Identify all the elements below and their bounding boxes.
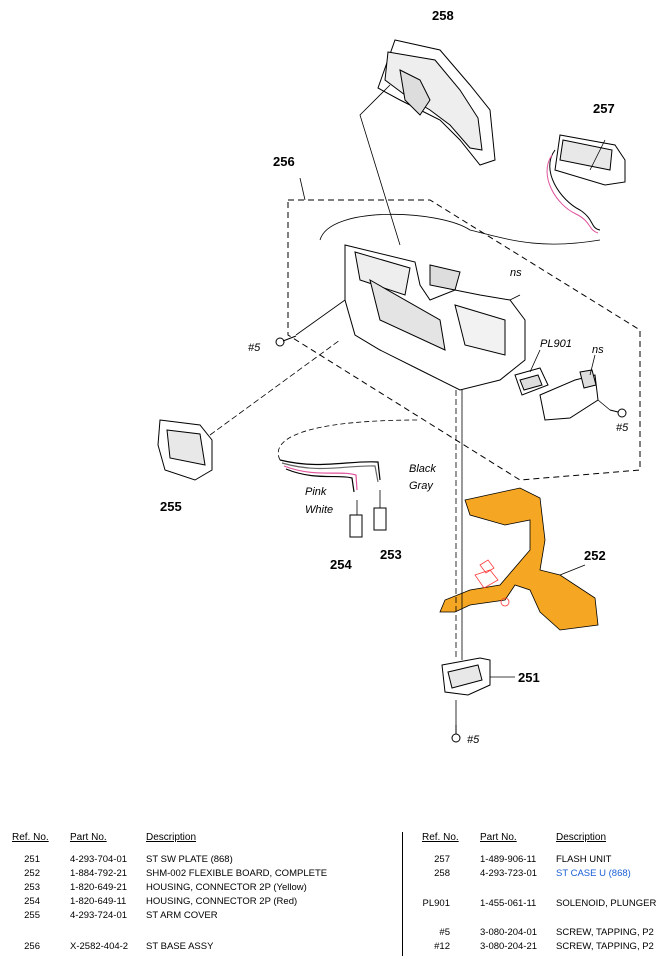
row-desc: ST ARM COVER <box>146 910 218 921</box>
note-screw-bottom: #5 <box>467 734 480 746</box>
row-ref: 252 <box>24 868 40 879</box>
part-258-case <box>377 39 496 166</box>
row-part: 1-455-061-11 <box>480 898 537 909</box>
row-part: X-2582-404-2 <box>70 941 129 952</box>
callout-253: 253 <box>380 547 402 562</box>
note-wire-white: White <box>305 504 333 516</box>
note-wire-gray: Gray <box>409 480 434 492</box>
row-desc: ST SW PLATE (868) <box>146 854 233 865</box>
note-screw-left: #5 <box>248 342 261 354</box>
row-desc-link[interactable]: ST CASE U (868) <box>556 868 631 879</box>
row-ref: 255 <box>24 910 40 921</box>
row-part: 1-820-649-11 <box>70 896 127 907</box>
row-part: 4-293-704-01 <box>70 854 128 865</box>
row-ref: 258 <box>434 868 450 879</box>
header-ref-right: Ref. No. <box>422 832 459 843</box>
part-pl901-solenoid <box>514 367 549 396</box>
row-desc: SOLENOID, PLUNGER <box>556 898 657 909</box>
assembly-256-outline <box>287 199 641 481</box>
row-ref: 251 <box>24 854 40 865</box>
row-desc: FLASH UNIT <box>556 854 612 865</box>
header-ref-left: Ref. No. <box>12 832 49 843</box>
row-ref: 253 <box>24 882 40 893</box>
screw-5-right <box>609 408 627 418</box>
row-part: 3-080-204-21 <box>480 941 538 952</box>
guide-lines <box>209 84 611 725</box>
callout-256: 256 <box>273 154 295 169</box>
screw-5-left <box>275 335 297 347</box>
header-part-left: Part No. <box>70 832 107 843</box>
part-253-housing <box>373 507 387 531</box>
header-desc-right: Description <box>556 832 607 843</box>
row-desc: SCREW, TAPPING, P2 <box>556 927 654 938</box>
row-desc: SHM-002 FLEXIBLE BOARD, COMPLETE <box>146 868 328 879</box>
callout-251: 251 <box>518 670 540 685</box>
callout-254: 254 <box>330 557 352 572</box>
callout-252: 252 <box>584 548 606 563</box>
part-256-base-assy <box>344 244 526 391</box>
row-desc: ST BASE ASSY <box>146 941 214 952</box>
exploded-view-diagram: 258 257 256 255 254 253 252 251 ns ns PL… <box>157 8 641 746</box>
part-251-switch-plate <box>441 657 491 696</box>
part-254-housing <box>349 514 363 538</box>
part-257-flash-unit <box>546 134 626 234</box>
callout-255: 255 <box>160 499 182 514</box>
row-desc: SCREW, TAPPING, P2 <box>556 941 654 952</box>
row-ref: #12 <box>434 941 450 952</box>
note-screw-right: #5 <box>616 422 629 434</box>
row-part: 1-884-792-21 <box>70 868 128 879</box>
row-ref: 254 <box>24 896 40 907</box>
row-ref: 257 <box>434 854 450 865</box>
row-ref: 256 <box>24 941 40 952</box>
wire-harness <box>279 459 381 493</box>
note-ns-right: ns <box>592 344 604 356</box>
row-part: 1-820-649-21 <box>70 882 128 893</box>
row-desc: HOUSING, CONNECTOR 2P (Red) <box>146 896 298 907</box>
table-divider <box>402 832 403 956</box>
row-part: 3-080-204-01 <box>480 927 538 938</box>
part-252-flexible-board <box>439 487 599 631</box>
header-desc-left: Description <box>146 832 197 843</box>
screw-5-bottom <box>451 725 461 743</box>
row-desc: HOUSING, CONNECTOR 2P (Yellow) <box>146 882 307 893</box>
callout-258: 258 <box>432 8 454 23</box>
part-255-arm-cover <box>157 419 213 481</box>
row-part: 4-293-724-01 <box>70 910 128 921</box>
note-ns-top: ns <box>510 267 522 279</box>
note-wire-black: Black <box>409 463 436 475</box>
row-ref: PL901 <box>422 898 450 909</box>
note-pl901: PL901 <box>540 338 572 350</box>
callout-257: 257 <box>593 101 615 116</box>
row-part: 1-489-906-11 <box>480 854 537 865</box>
note-wire-pink: Pink <box>305 486 327 498</box>
header-part-right: Part No. <box>480 832 517 843</box>
part-ns-bracket-right <box>539 369 599 421</box>
row-part: 4-293-723-01 <box>480 868 538 879</box>
row-ref: #5 <box>439 927 450 938</box>
